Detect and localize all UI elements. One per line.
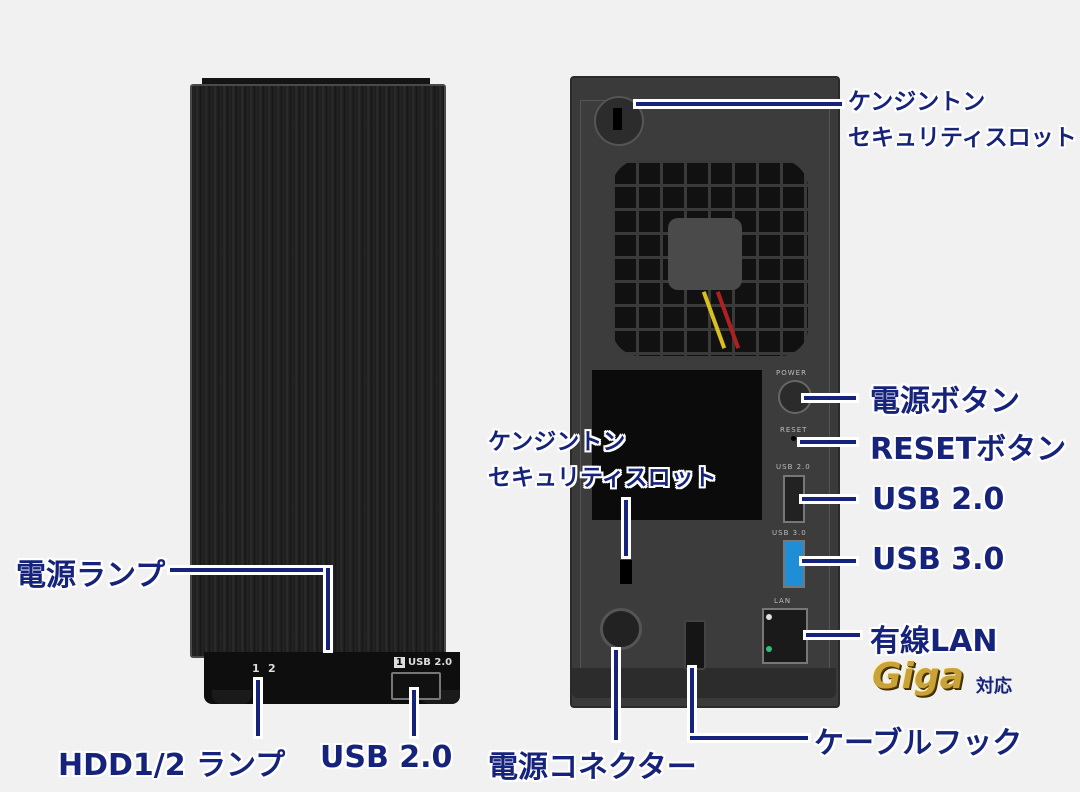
usb3-printed-label: USB 3.0 [772,529,807,537]
callout-hdd-lamp: HDD1/2 ランプ [58,748,286,783]
usb2-printed-label: USB 2.0 [776,463,811,471]
leader-hdd-lamp [256,680,260,736]
leader-usb30-rear [802,559,856,563]
reset-printed-label: RESET [780,426,808,434]
leader-kensington-middle [624,500,628,556]
reset-button [791,436,796,441]
giga-badge: Giga [872,656,964,697]
leader-wired-lan [806,633,860,637]
callout-kensington-middle: ケンジントン セキュリティスロット [488,429,717,491]
front-unit-top-edge [202,78,430,86]
front-usb-badge: 1 [394,657,405,668]
leader-usb20-rear [802,497,856,501]
lan-led-green [766,646,772,652]
leader-power-lamp-vertical [326,568,330,650]
lan-printed-label: LAN [774,597,792,605]
callout-usb20-rear: USB 2.0 [872,482,1005,517]
power-printed-label: POWER [776,369,807,377]
leader-reset-button [800,440,856,444]
front-unit-brushed-panel [190,84,446,658]
callout-power-connector: 電源コネクター [488,750,697,785]
hdd-lamp-2-number: 2 [268,662,276,675]
leader-kensington-top [636,102,842,106]
front-usb-port [391,672,441,700]
leader-power-button [804,396,856,400]
kensington-slot-top-hole [613,108,622,130]
leader-power-lamp-horizontal [170,568,330,572]
callout-usb20-front: USB 2.0 [320,740,453,775]
cable-hook [684,620,706,670]
callout-power-lamp: 電源ランプ [16,558,166,593]
callout-wired-lan: 有線LAN [870,624,998,659]
leader-power-connector [614,650,618,740]
rear-label-area [592,370,762,520]
fan-hub [668,218,742,290]
callout-kensington-top: ケンジントン セキュリティスロット [848,89,1077,151]
callout-usb30-rear: USB 3.0 [872,542,1005,577]
front-foot-left [212,690,252,704]
leader-cable-hook-vertical [690,668,694,740]
giga-support-suffix: 対応 [976,676,1012,697]
rear-unit-base [572,668,836,698]
callout-reset-button: RESETボタン [870,432,1067,467]
leader-usb20-front [412,690,416,736]
leader-cable-hook-horizontal [690,736,808,740]
hdd-lamp-1-number: 1 [252,662,260,675]
lan-led-white [766,614,772,620]
power-connector-jack [600,608,642,650]
callout-power-button: 電源ボタン [870,384,1020,419]
rear-usb3-port [783,540,805,588]
kensington-slot-middle [620,560,632,584]
callout-cable-hook: ケーブルフック [814,726,1023,761]
